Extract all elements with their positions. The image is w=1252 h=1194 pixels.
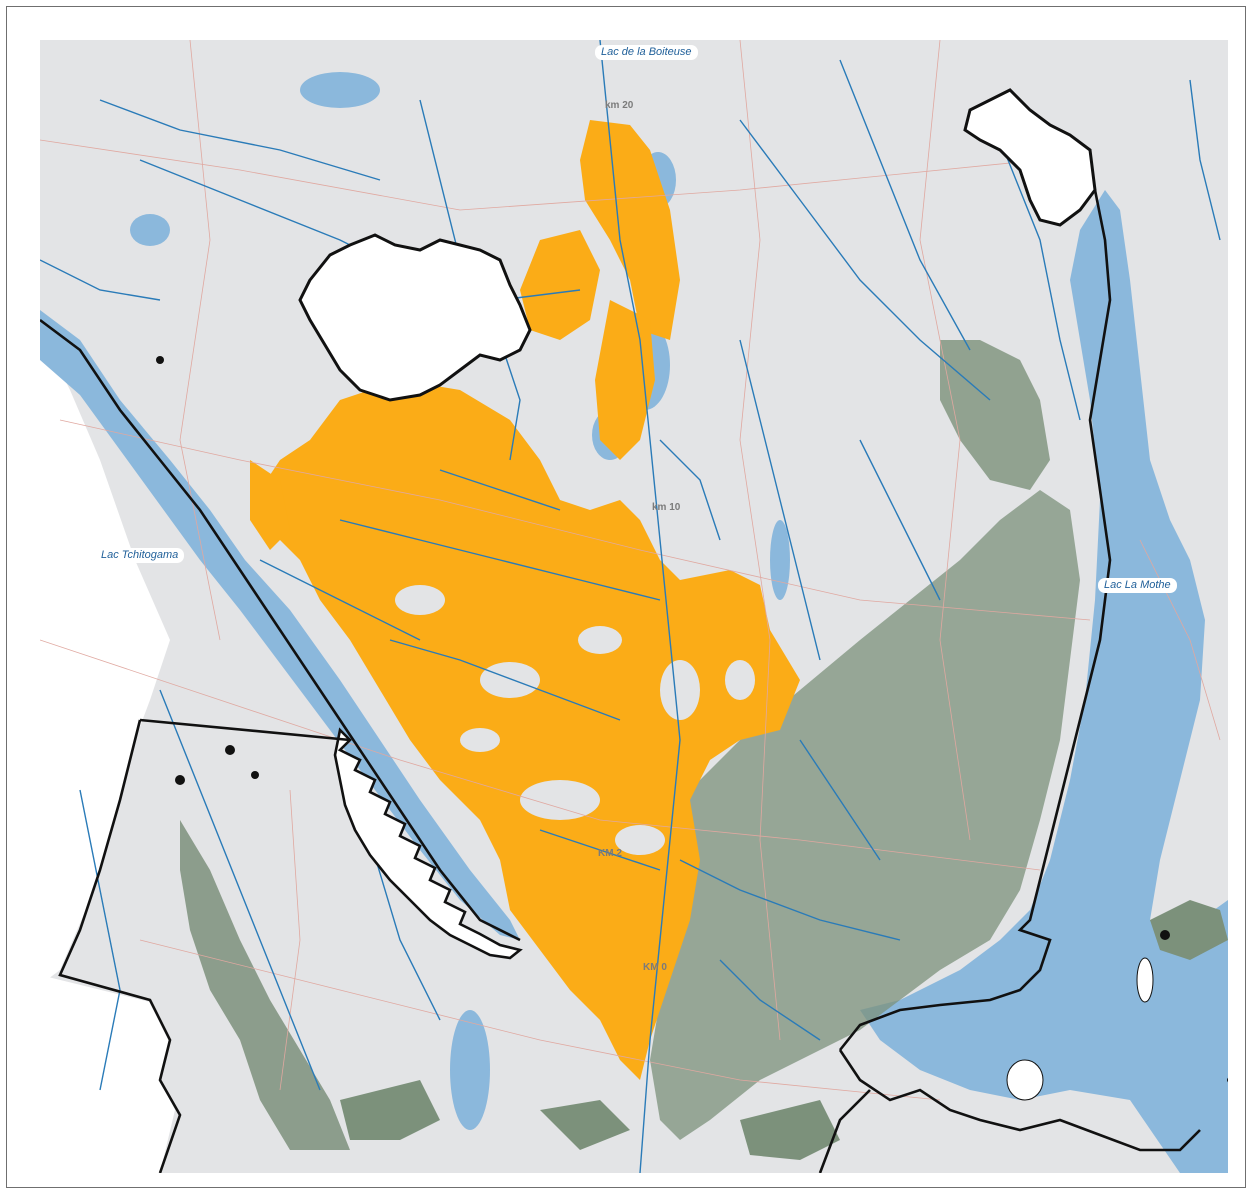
map-frame: Lac de la Boiteuse Lac Tchitogama Lac La… xyxy=(6,6,1246,1188)
label-lac-la-mothe: Lac La Mothe xyxy=(1098,578,1177,593)
island-white-2 xyxy=(1006,1059,1044,1101)
staircase-boundary xyxy=(333,727,523,960)
lake-north-3 xyxy=(130,214,170,246)
km-marker-10: km 10 xyxy=(652,502,681,513)
lake-north-2 xyxy=(300,72,380,108)
km-marker-0: KM 0 xyxy=(643,962,667,973)
lake-east-1 xyxy=(770,520,790,600)
excluded-zone-north xyxy=(298,233,532,402)
label-lac-de-la-boiteuse: Lac de la Boiteuse xyxy=(595,45,698,60)
excluded-area-left xyxy=(40,330,170,985)
territory-boundary xyxy=(40,189,1201,1173)
harvest-gaps xyxy=(395,585,755,855)
territory-southwest xyxy=(58,718,351,1173)
label-lac-tchitogama: Lac Tchitogama xyxy=(95,548,185,563)
island-white-1 xyxy=(1136,957,1154,1003)
excluded-zone-northeast xyxy=(963,88,1097,227)
lake-la-mothe xyxy=(860,190,1228,1173)
km-marker-20: km 20 xyxy=(605,100,634,111)
forest-green-patches xyxy=(180,340,1228,1160)
small-enclaves xyxy=(156,356,1228,1083)
km-marker-2: KM 2 xyxy=(598,848,622,859)
map-canvas[interactable]: Lac de la Boiteuse Lac Tchitogama Lac La… xyxy=(40,40,1228,1173)
lake-south-1 xyxy=(450,1010,490,1130)
roads xyxy=(40,40,1221,1101)
excluded-area-bottom-left xyxy=(40,975,175,1173)
lake-tchitogama xyxy=(40,310,520,940)
